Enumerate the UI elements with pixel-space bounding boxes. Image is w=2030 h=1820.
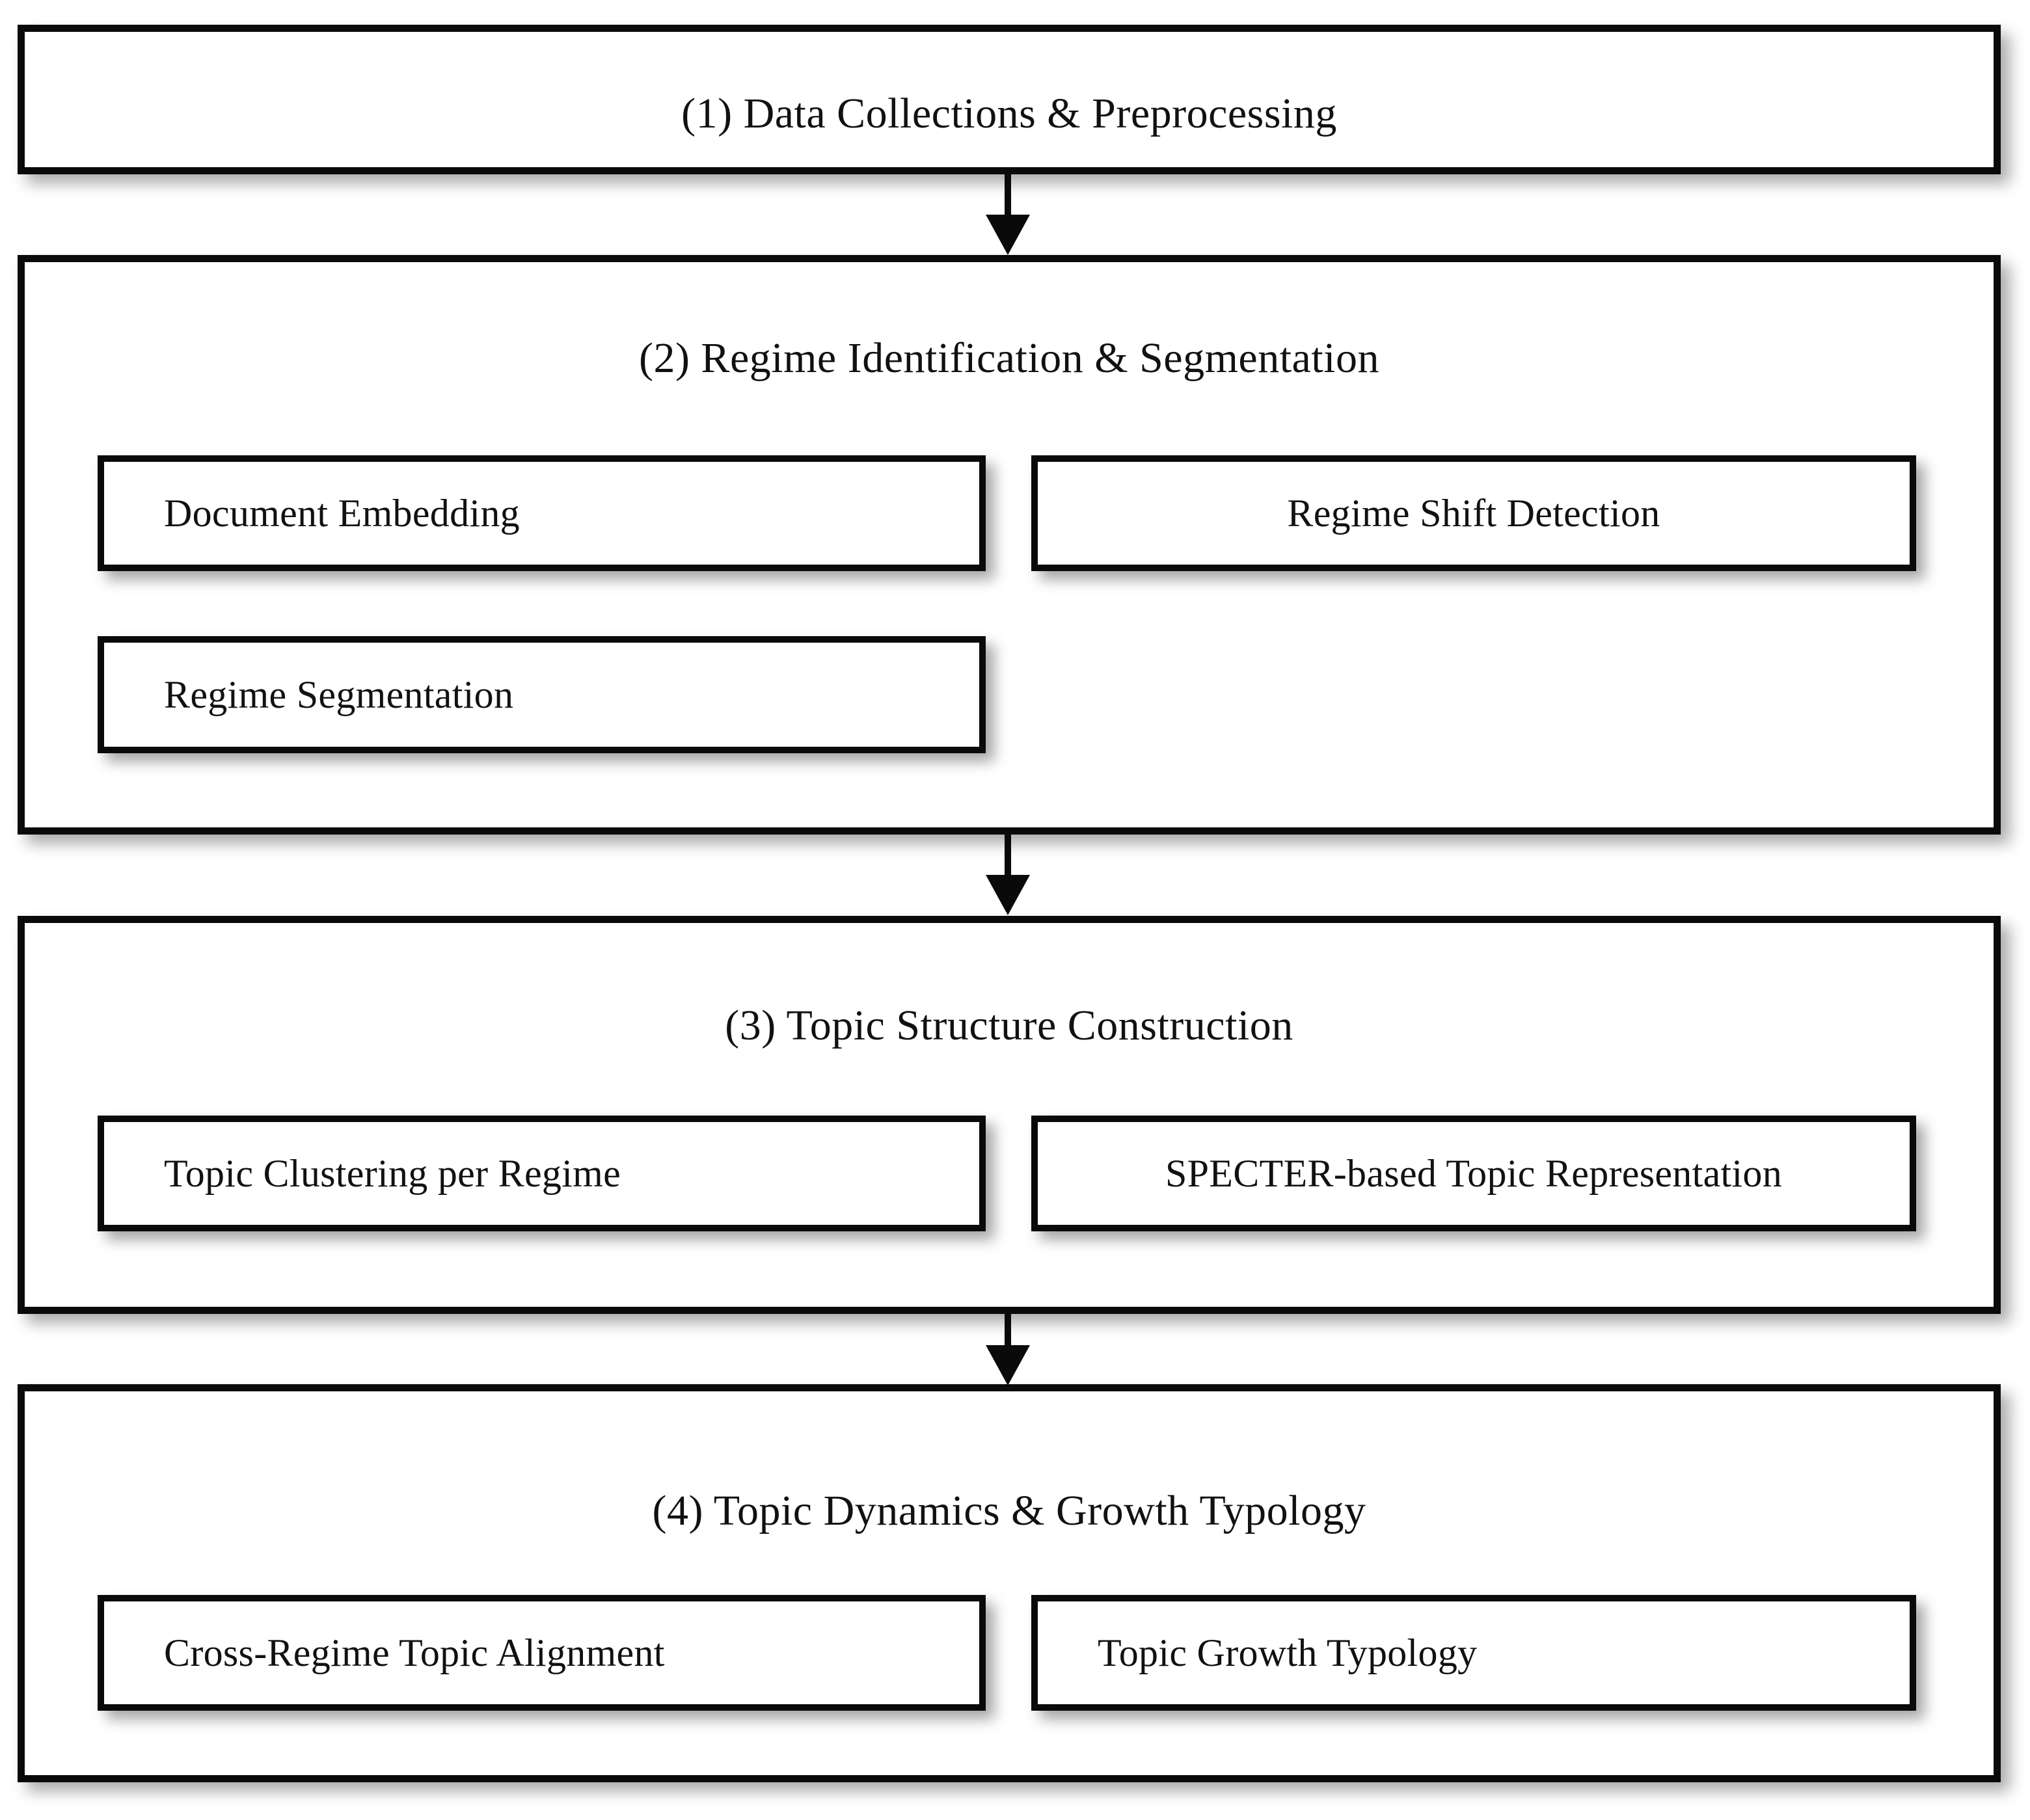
sub-box-regime-shift-detection[interactable]: Regime Shift Detection — [1031, 455, 1916, 571]
sub-box-cross-regime-topic-alignment[interactable]: Cross-Regime Topic Alignment — [98, 1595, 986, 1711]
sub-box-cross-regime-topic-alignment-label: Cross-Regime Topic Alignment — [164, 1631, 665, 1674]
connector-arrow-1-2-head — [986, 215, 1030, 255]
stage-4-title: (4) Topic Dynamics & Growth Typology — [652, 1487, 1366, 1534]
sub-box-topic-growth-typology[interactable]: Topic Growth Typology — [1031, 1595, 1916, 1711]
sub-box-document-embedding-label: Document Embedding — [164, 492, 520, 535]
stage-box-3[interactable]: (3) Topic Structure Construction — [18, 916, 2001, 1314]
connector-arrow-2-3-line — [1005, 835, 1011, 893]
connector-arrow-3-4-line — [1005, 1314, 1011, 1374]
sub-box-specter-topic-representation[interactable]: SPECTER-based Topic Representation — [1031, 1116, 1916, 1231]
sub-box-regime-shift-detection-label: Regime Shift Detection — [1287, 492, 1660, 535]
stage-box-4[interactable]: (4) Topic Dynamics & Growth Typology — [18, 1384, 2001, 1782]
stage-1-title: (1) Data Collections & Preprocessing — [681, 90, 1337, 137]
connector-arrow-2-3-head — [986, 875, 1030, 915]
sub-box-specter-topic-representation-label: SPECTER-based Topic Representation — [1165, 1152, 1783, 1195]
stage-box-1[interactable]: (1) Data Collections & Preprocessing — [18, 25, 2001, 174]
sub-box-topic-growth-typology-label: Topic Growth Typology — [1098, 1631, 1478, 1674]
stage-3-title: (3) Topic Structure Construction — [725, 1002, 1293, 1049]
sub-box-regime-segmentation-label: Regime Segmentation — [164, 673, 514, 716]
sub-box-topic-clustering-per-regime[interactable]: Topic Clustering per Regime — [98, 1116, 986, 1231]
sub-box-document-embedding[interactable]: Document Embedding — [98, 455, 986, 571]
stage-2-title: (2) Regime Identification & Segmentation — [638, 334, 1380, 382]
sub-box-regime-segmentation[interactable]: Regime Segmentation — [98, 636, 986, 753]
connector-arrow-3-4-head — [986, 1345, 1030, 1385]
connector-arrow-1-2-line — [1005, 174, 1011, 233]
sub-box-topic-clustering-per-regime-label: Topic Clustering per Regime — [164, 1152, 621, 1195]
